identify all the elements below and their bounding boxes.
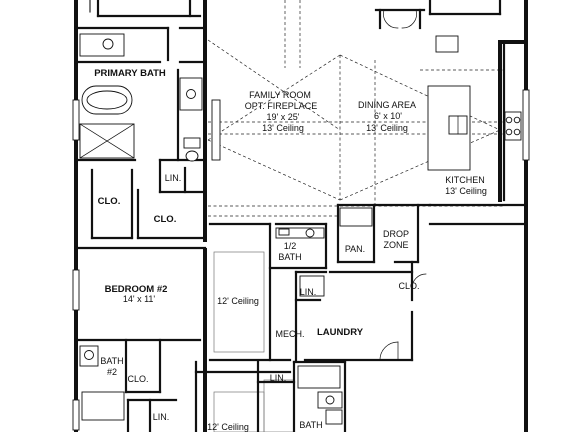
kitchen-fixtures <box>374 0 522 171</box>
half-bath-fixtures <box>275 207 373 297</box>
bottom-walls <box>194 360 347 432</box>
label-laundry: LAUNDRY <box>317 327 364 338</box>
label-half-bath-b: BATH <box>278 252 301 262</box>
label-bedroom2-dims: 14' x 11' <box>123 294 156 304</box>
label-bath2-b: #2 <box>107 367 117 377</box>
label-zone: ZONE <box>383 240 408 250</box>
label-clo-drop: CLO. <box>398 281 419 291</box>
exterior-walls <box>74 0 528 432</box>
label-family-ceiling: 13' Ceiling <box>262 123 304 133</box>
label-ceiling-bottom: 12' Ceiling <box>207 422 249 432</box>
bath2-walls <box>74 338 202 432</box>
label-pan: PAN. <box>345 244 365 254</box>
label-bedroom2: BEDROOM #2 <box>105 284 168 295</box>
label-bath2-a: BATH <box>100 356 123 366</box>
label-lin-bottom-mid: LIN. <box>270 373 287 383</box>
label-half-bath-a: 1/2 <box>284 241 297 251</box>
primary-suite-walls <box>74 0 207 242</box>
label-drop: DROP <box>383 229 409 239</box>
label-primary-bath: PRIMARY BATH <box>94 68 166 79</box>
label-clo-left: CLO. <box>98 196 121 207</box>
label-clo-bath2: CLO. <box>127 374 148 384</box>
label-dining-ceiling: 13' Ceiling <box>366 123 408 133</box>
label-family-room: FAMILY ROOM <box>249 90 311 100</box>
label-mech: MECH. <box>276 329 305 339</box>
windows <box>72 89 530 431</box>
label-family-dims: 19' x 25' <box>267 112 300 122</box>
label-ceiling-mid: 12' Ceiling <box>217 296 259 306</box>
label-dining-area: DINING AREA <box>358 100 416 110</box>
label-lin-primary: LIN. <box>165 173 182 183</box>
label-clo-right: CLO. <box>154 214 177 225</box>
label-opt-fireplace: OPT. FIREPLACE <box>245 101 318 111</box>
label-kitchen-ceiling: 13' Ceiling <box>445 186 487 196</box>
label-lin-mid: LIN. <box>300 287 317 297</box>
label-dining-dims: 6' x 10' <box>374 111 402 121</box>
outlines <box>213 251 295 432</box>
label-kitchen: KITCHEN <box>445 175 485 185</box>
primary-bath-fixtures <box>79 33 203 162</box>
middle-walls <box>74 203 432 432</box>
label-lin-bottom-left: LIN. <box>153 412 170 422</box>
label-bath-bottom: BATH <box>299 420 322 430</box>
room-labels: PRIMARY BATH FAMILY ROOM OPT. FIREPLACE … <box>94 68 487 432</box>
